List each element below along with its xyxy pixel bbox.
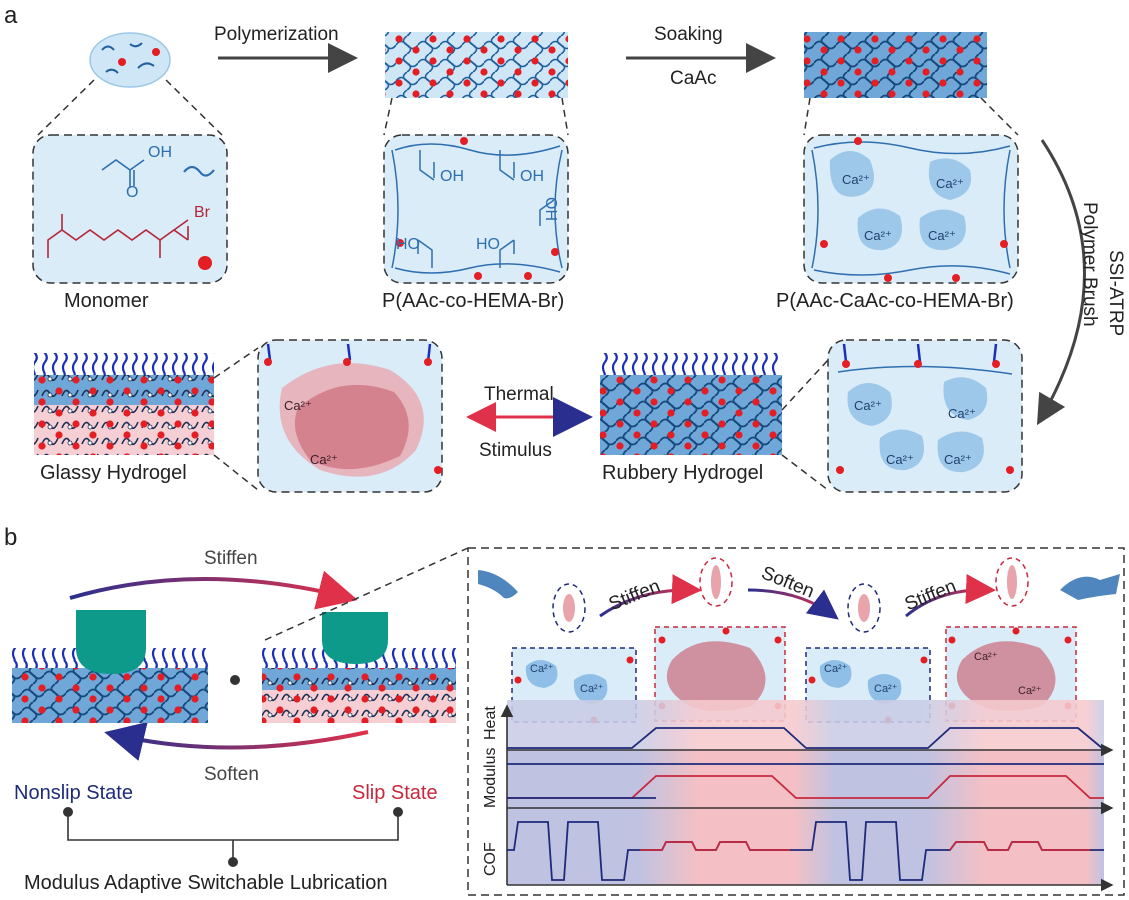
mini-ca-6: Ca²⁺ <box>1018 685 1042 697</box>
right-stiffen-arrow-2 <box>905 574 996 618</box>
monomer-droplet <box>89 32 171 88</box>
cell-ellipse-1 <box>552 583 586 633</box>
right-stiffen-arrow-1 <box>599 574 702 618</box>
paac-ho-1: HO <box>396 236 420 253</box>
bracket-connector <box>67 812 399 862</box>
nonslip-label: Nonslip State <box>14 782 133 804</box>
thermal-label: Thermal <box>484 384 554 405</box>
glassy-ca-1: Ca²⁺ <box>284 398 312 413</box>
stiffen-arc-arrow <box>69 570 358 610</box>
mini-ca-5: Ca²⁺ <box>974 651 998 663</box>
ca-ion-3: Ca²⁺ <box>864 228 892 243</box>
ca-ion-4: Ca²⁺ <box>928 228 956 243</box>
soften-arc-arrow <box>104 721 369 761</box>
rubbery-ca-4: Ca²⁺ <box>944 452 972 467</box>
cell-ellipse-3 <box>847 583 881 633</box>
stimulus-label: Stimulus <box>479 440 552 461</box>
paac-oh-2: OH <box>520 168 544 185</box>
stiffen-label: Stiffen <box>204 548 258 569</box>
glassy-hydrogel-slab <box>34 353 214 455</box>
glassy-ca-2: Ca²⁺ <box>310 452 338 467</box>
caac-caption: P(AAc-CaAc-co-HEMA-Br) <box>776 290 1014 312</box>
ca-ion-2: Ca²⁺ <box>936 176 964 191</box>
right-soften-arrow <box>747 588 839 620</box>
right-panel-frame <box>467 547 1125 896</box>
polymer-brush-label: Polymer Brush <box>1079 202 1100 327</box>
fish-icon-left <box>478 570 518 599</box>
caac-box <box>803 134 1019 284</box>
monomer-br: Br <box>194 204 210 221</box>
modulus-trace <box>507 775 1104 799</box>
nonslip-slab <box>12 610 208 723</box>
panel-b-label: b <box>4 524 18 551</box>
ssi-atrp-arrow <box>1036 139 1086 426</box>
mini-ca-1: Ca²⁺ <box>530 663 554 675</box>
cell-ellipse-4 <box>995 557 1029 607</box>
panel-a-label: a <box>4 2 18 29</box>
plot-band <box>507 700 1104 885</box>
rubbery-ca-2: Ca²⁺ <box>948 406 976 421</box>
glassy-zoom-box <box>257 339 443 493</box>
axis-heat-label: Heat <box>482 706 499 740</box>
paac-network <box>385 32 568 98</box>
rubbery-zoom-box <box>827 339 1023 493</box>
monomer-oh: OH <box>148 144 172 161</box>
fish-icon-right <box>1060 574 1120 600</box>
mini-ca-2: Ca²⁺ <box>580 683 604 695</box>
rubbery-ca-1: Ca²⁺ <box>854 398 882 413</box>
mini-ca-3: Ca²⁺ <box>824 663 848 675</box>
ca-ion-1: Ca²⁺ <box>842 172 870 187</box>
mini-ca-4: Ca²⁺ <box>874 683 898 695</box>
glassy-caption: Glassy Hydrogel <box>40 462 187 484</box>
paac-ho-2: HO <box>476 236 500 253</box>
paac-caption: P(AAc-co-HEMA-Br) <box>382 290 565 312</box>
bottom-caption: Modulus Adaptive Switchable Lubrication <box>24 872 388 894</box>
heat-trace <box>507 727 1103 749</box>
monomer-o: O <box>126 184 139 201</box>
polymerization-label: Polymerization <box>214 24 339 45</box>
axis-cof-label: COF <box>482 842 499 876</box>
paac-box <box>383 134 569 284</box>
monomer-box <box>32 134 228 284</box>
caac-network <box>804 32 987 98</box>
rubbery-hydrogel-slab <box>600 353 782 455</box>
paac-oh-1: OH <box>440 168 464 185</box>
slip-label: Slip State <box>352 782 438 804</box>
slip-slab <box>262 612 456 723</box>
paac-oh-3: OH <box>542 197 559 221</box>
rubbery-ca-3: Ca²⁺ <box>886 452 914 467</box>
axis-modulus-label: Modulus <box>482 747 499 808</box>
soften-label: Soften <box>204 764 259 785</box>
rubbery-caption: Rubbery Hydrogel <box>602 462 764 484</box>
monomer-caption: Monomer <box>64 290 149 312</box>
soaking-label: Soaking <box>654 24 723 45</box>
ssi-atrp-label: SSI-ATRP <box>1105 250 1126 337</box>
caac-label: CaAc <box>670 68 717 89</box>
